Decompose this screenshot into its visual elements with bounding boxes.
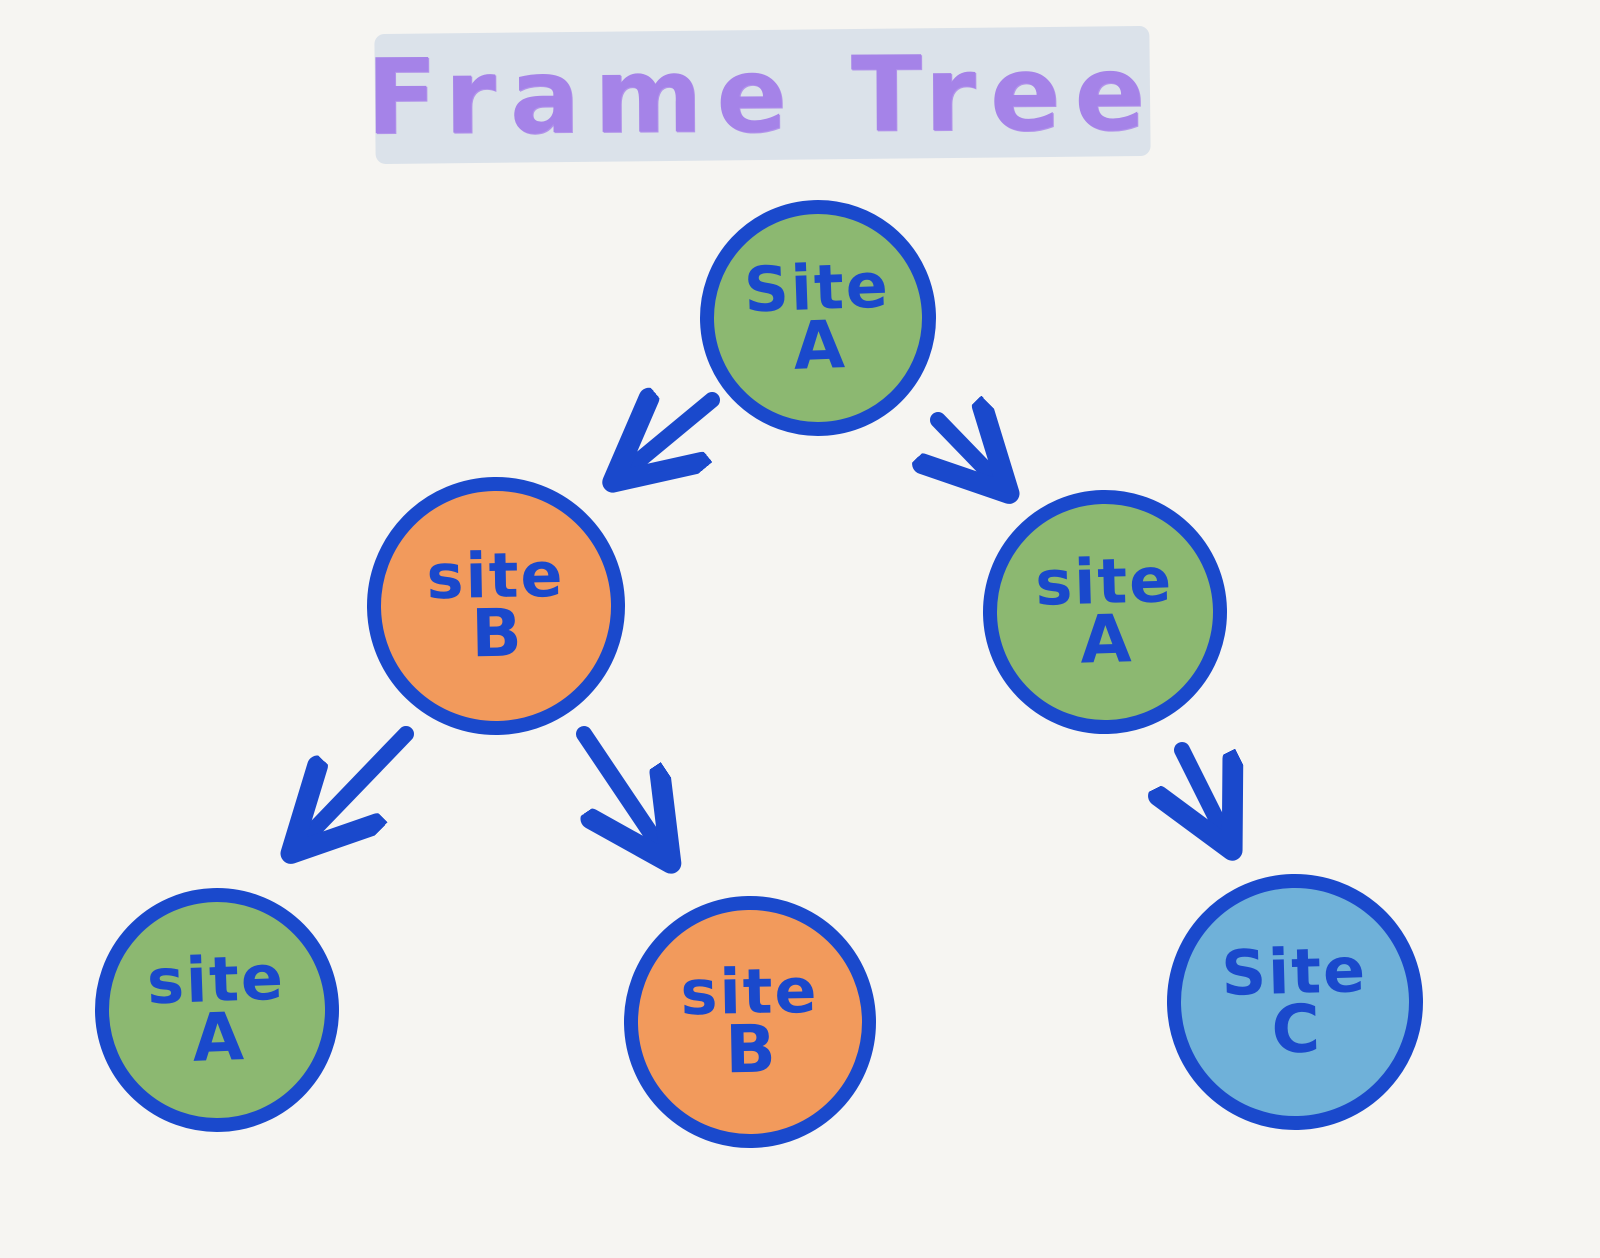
arrow-root-to-site-a	[938, 420, 998, 482]
node-leaf-site-a: site A	[90, 883, 344, 1137]
arrow-site-b-to-leaf-a	[302, 726, 414, 842]
node-leaf-site-c: Site C	[1163, 870, 1427, 1134]
node-label-line2: B	[724, 1010, 777, 1089]
page-title: Frame Tree	[365, 31, 1160, 159]
node-leaf-site-b: site B	[621, 893, 879, 1151]
arrow-site-a-to-leaf-c	[1182, 742, 1225, 836]
node-mid-site-a: site A	[979, 486, 1231, 738]
arrow-root-to-site-b	[625, 400, 720, 472]
title-highlight: Frame Tree	[366, 25, 1159, 165]
node-label-line2: B	[470, 594, 523, 673]
node-label-line2: A	[1079, 600, 1133, 679]
node-mid-site-b: site B	[364, 474, 628, 738]
node-label-line2: C	[1270, 990, 1321, 1069]
node-root-site-a: Site A	[695, 195, 941, 441]
node-label-line2: A	[792, 306, 846, 386]
arrow-site-b-to-leaf-b	[576, 726, 662, 850]
node-label-line2: A	[191, 998, 245, 1078]
